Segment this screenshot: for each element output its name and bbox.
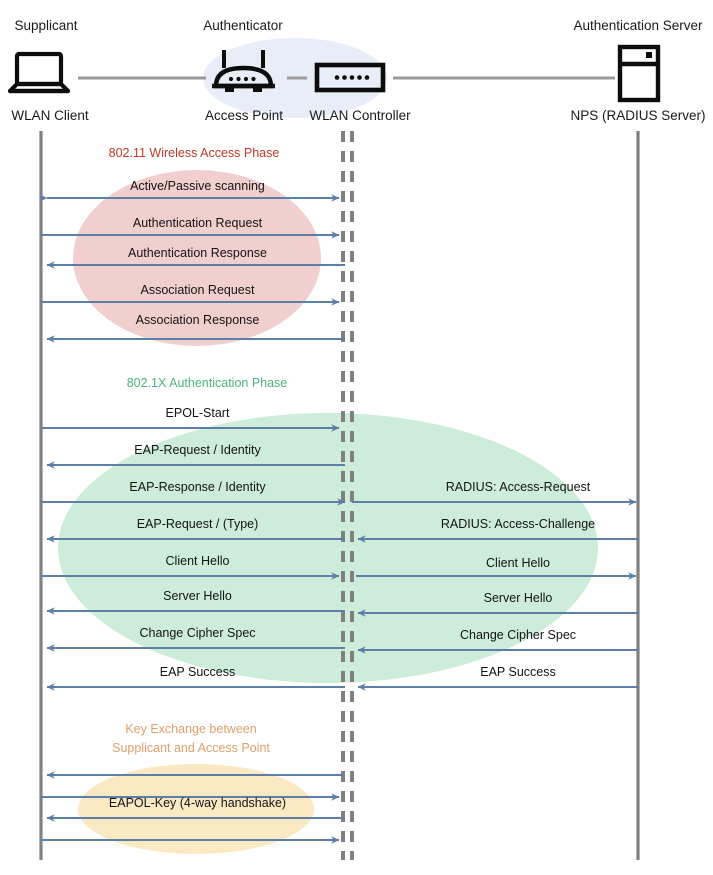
actor-role-supplicant: Supplicant bbox=[14, 18, 78, 33]
message-label-authentication-request: Authentication Request bbox=[132, 216, 263, 230]
actor-device-access-point: Access Point bbox=[204, 108, 284, 123]
message-label-client-hello-right: Client Hello bbox=[486, 556, 550, 570]
phase-ellipse-key-exchange bbox=[78, 764, 314, 854]
actor-device-wlan-controller: WLAN Controller bbox=[309, 108, 411, 123]
phase-label-wireless-access: 802.11 Wireless Access Phase bbox=[108, 146, 280, 160]
message-label-server-hello-left: Server Hello bbox=[163, 589, 232, 603]
actor-device-nps: NPS (RADIUS Server) bbox=[570, 108, 706, 123]
message-label-radius-access-challenge: RADIUS: Access-Challenge bbox=[440, 517, 596, 531]
access-point-icon bbox=[212, 50, 275, 92]
phase-label-key-exchange-line2: Supplicant and Access Point bbox=[112, 741, 270, 755]
message-label-change-cipher-spec-right: Change Cipher Spec bbox=[459, 628, 577, 642]
message-label-server-hello-right: Server Hello bbox=[483, 591, 553, 605]
message-label-eap-request-type: EAP-Request / (Type) bbox=[136, 517, 259, 531]
switch-icon bbox=[314, 62, 386, 93]
message-label-epol-start: EPOL-Start bbox=[165, 406, 230, 420]
message-label-authentication-response: Authentication Response bbox=[128, 246, 267, 260]
actor-role-authserver: Authentication Server bbox=[573, 18, 703, 33]
message-label-client-hello-left: Client Hello bbox=[165, 554, 230, 568]
phase-label-key-exchange-line1: Key Exchange between bbox=[125, 722, 257, 736]
phase-label-dot1x-auth: 802.1X Authentication Phase bbox=[126, 376, 288, 390]
laptop-icon bbox=[7, 51, 71, 94]
message-label-eap-success-left: EAP Success bbox=[159, 665, 236, 679]
message-label-change-cipher-spec-left: Change Cipher Spec bbox=[139, 626, 256, 640]
message-label-eapol-key-handshake: EAPOL-Key (4-way handshake) bbox=[108, 796, 287, 810]
message-label-eap-response-identity: EAP-Response / Identity bbox=[129, 480, 266, 494]
message-label-active-passive-scanning: Active/Passive scanning bbox=[130, 179, 265, 193]
phase-ellipse-dot1x-auth bbox=[58, 413, 598, 683]
message-label-eap-success-right: EAP Success bbox=[480, 665, 556, 679]
message-label-association-response: Association Response bbox=[135, 313, 260, 327]
message-label-association-request: Association Request bbox=[140, 283, 255, 297]
actor-role-authenticator: Authenticator bbox=[203, 18, 283, 33]
server-icon bbox=[617, 44, 661, 103]
message-label-radius-access-request: RADIUS: Access-Request bbox=[445, 480, 591, 494]
message-label-eap-request-identity: EAP-Request / Identity bbox=[134, 443, 261, 457]
actor-device-wlan-client: WLAN Client bbox=[11, 108, 89, 123]
